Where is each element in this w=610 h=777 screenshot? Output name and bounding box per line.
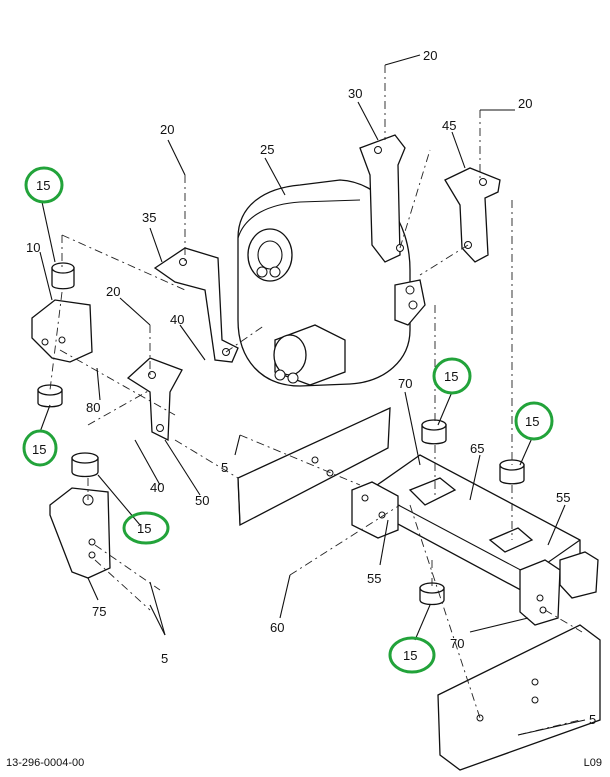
highlight-15-right [514,401,554,441]
callout-20: 20 [106,284,120,299]
callout-15: 15 [137,521,151,536]
callout-50: 50 [195,493,209,508]
callout-70: 70 [398,376,412,391]
leader-lines [39,54,586,736]
bracket-30 [359,134,406,263]
callout-55: 55 [367,571,381,586]
sheet-code: L09 [583,757,602,769]
callout-20: 20 [423,48,437,63]
document-number: 13-296-0004-00 [6,757,85,769]
callout-75: 75 [92,604,106,619]
highlight-15-bottom-left [122,511,170,545]
callout-80: 80 [86,400,100,415]
assembly-centerlines [49,65,583,736]
callout-10: 10 [26,240,40,255]
callout-40: 40 [170,312,184,327]
highlight-markers [22,166,554,674]
callout-65: 65 [470,441,484,456]
callout-45: 45 [442,118,456,133]
callout-20: 20 [518,96,532,111]
callout-35: 35 [142,210,156,225]
bracket-10 [31,299,93,363]
callout-40: 40 [150,480,164,495]
bracket-75 [49,487,111,579]
callout-70: 70 [450,636,464,651]
highlight-15-top-left [24,166,64,204]
callout-15: 15 [444,369,458,384]
callout-25: 25 [260,142,274,157]
callout-15: 15 [403,648,417,663]
bracket-45 [444,167,501,263]
callout-5: 5 [161,651,168,666]
highlight-15-left [22,429,58,467]
transfer-case [237,179,426,387]
callout-55: 55 [556,490,570,505]
callout-15: 15 [36,178,50,193]
callout-15: 15 [525,414,539,429]
callout-labels: 15 10 80 15 15 75 5 20 35 20 40 40 50 25… [26,48,596,727]
callout-30: 30 [348,86,362,101]
highlight-15-center [432,357,472,395]
crossmember-65 [351,454,599,626]
insulator-upper-left [51,267,75,290]
callout-5: 5 [589,712,596,727]
callout-20: 20 [160,122,174,137]
bracket-50 [126,357,183,442]
callout-5: 5 [221,460,228,475]
highlight-15-bottom [388,636,436,674]
callout-60: 60 [270,620,284,635]
bracket-35 [153,247,239,363]
callout-15: 15 [32,442,46,457]
frame-rail-right [437,624,601,771]
